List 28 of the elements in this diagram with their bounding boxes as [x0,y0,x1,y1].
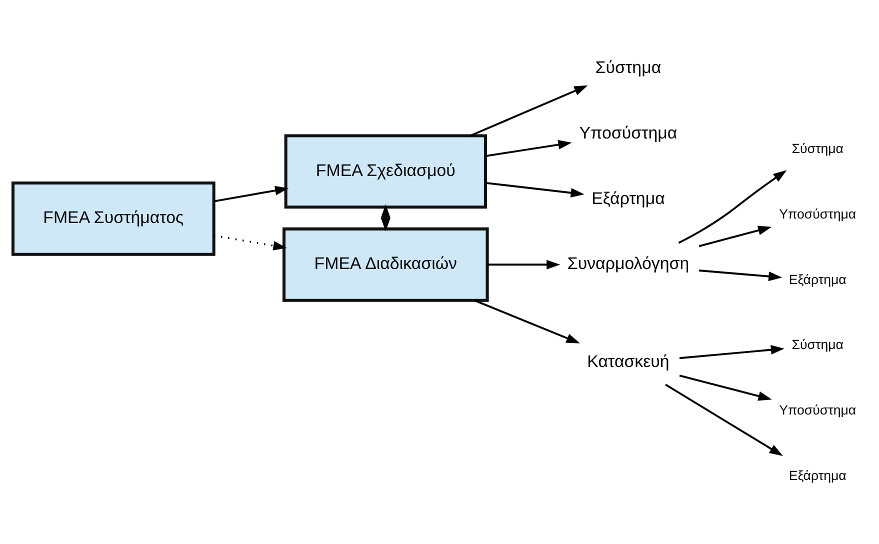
arrow [679,344,784,359]
arrow [665,383,783,456]
node-text: Σύστημα [792,336,844,352]
node-text: Εξάρτημα [788,467,846,482]
node-text: Υποσύστημα [579,122,678,142]
arrow [485,181,584,198]
node-text: Σύστημα [792,140,844,156]
arrow [485,139,572,156]
node-text: Υποσύστημα [779,206,856,221]
node-text: Εξάρτημα [788,271,846,286]
arrow [698,225,772,247]
arrow [214,185,289,202]
node-text: Υποσύστημα [779,402,856,417]
node-text: Συναρμολόγηση [567,254,690,273]
node-text: Σύστημα [595,58,662,77]
node-text: Εξάρτημα [592,188,665,208]
node-box: FMEA Συστήματος [11,180,216,256]
arrow [470,84,588,136]
arrow [678,170,787,244]
node-box: FMEA Διαδικασιών [282,226,489,302]
arrow [679,374,772,400]
arrow [474,299,580,343]
node-box: FMEA Σχεδιασμού [284,134,487,208]
arrow [699,269,782,281]
arrow [214,234,287,250]
arrow [487,259,560,269]
arrow [380,204,390,232]
node-text: Κατασκευή [587,352,670,371]
